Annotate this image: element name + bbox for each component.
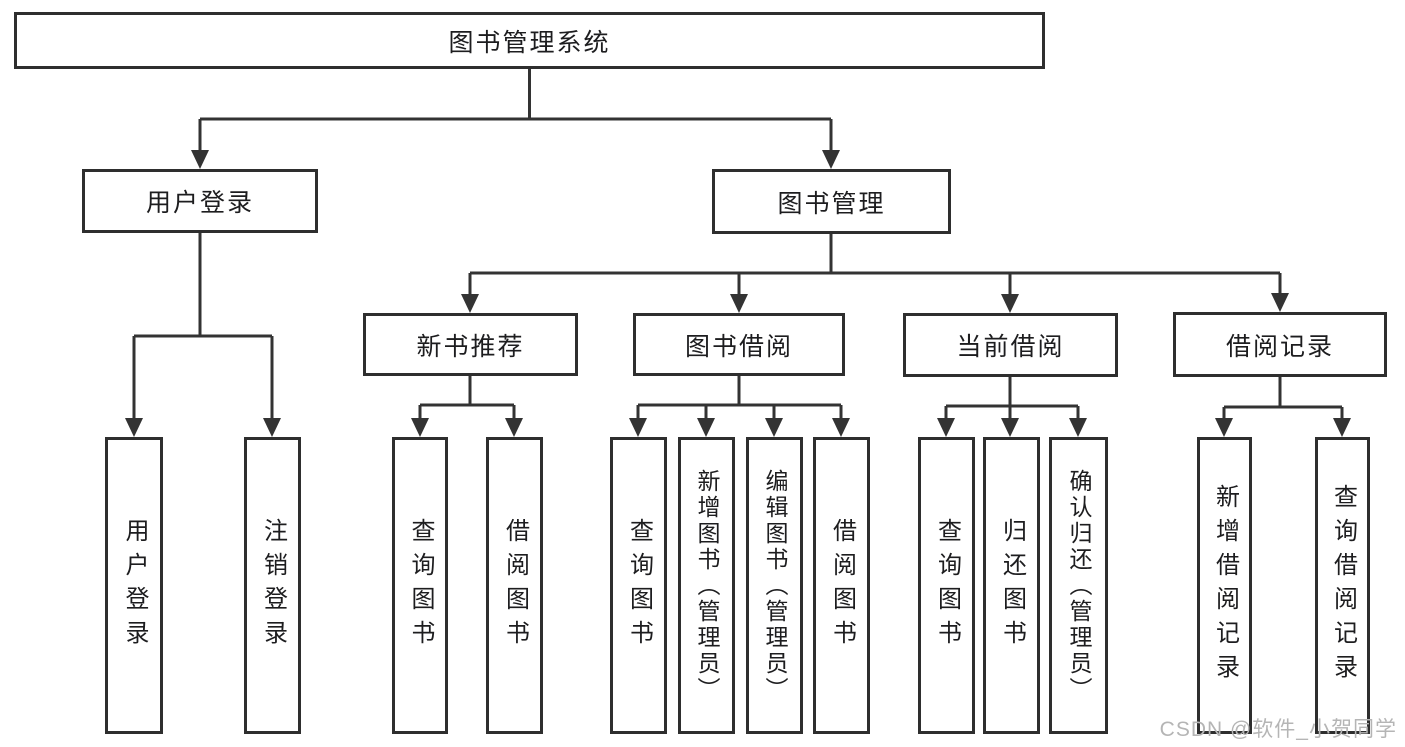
- node-book-borrowing: 图书借阅: [633, 313, 845, 376]
- node-current-borrowing: 当前借阅: [903, 313, 1118, 377]
- node-root-library-management-system: 图书管理系统: [14, 12, 1045, 69]
- leaf-confirm-return-admin: 确认归还（管理员）: [1049, 437, 1108, 734]
- csdn-watermark: CSDN @软件_小贺同学: [1159, 718, 1397, 741]
- leaf-query-books-current: 查询图书: [918, 437, 975, 734]
- leaf-query-books-borrowing: 查询图书: [610, 437, 667, 734]
- arrowheads: [125, 150, 1351, 437]
- leaf-borrow-books-borrowing: 借阅图书: [813, 437, 870, 734]
- node-borrowing-records: 借阅记录: [1173, 312, 1387, 377]
- leaf-add-book-admin: 新增图书（管理员）: [678, 437, 735, 734]
- leaf-query-books-recommend: 查询图书: [392, 437, 448, 734]
- leaf-query-borrow-record: 查询借阅记录: [1315, 437, 1370, 734]
- leaf-edit-book-admin: 编辑图书（管理员）: [746, 437, 803, 734]
- node-new-book-recommend: 新书推荐: [363, 313, 578, 376]
- leaf-user-login: 用户登录: [105, 437, 163, 734]
- node-user-login: 用户登录: [82, 169, 318, 233]
- node-book-management: 图书管理: [712, 169, 951, 234]
- leaf-add-borrow-record: 新增借阅记录: [1197, 437, 1252, 734]
- leaf-logout: 注销登录: [244, 437, 301, 734]
- leaf-borrow-books-recommend: 借阅图书: [486, 437, 543, 734]
- leaf-return-book: 归还图书: [983, 437, 1040, 734]
